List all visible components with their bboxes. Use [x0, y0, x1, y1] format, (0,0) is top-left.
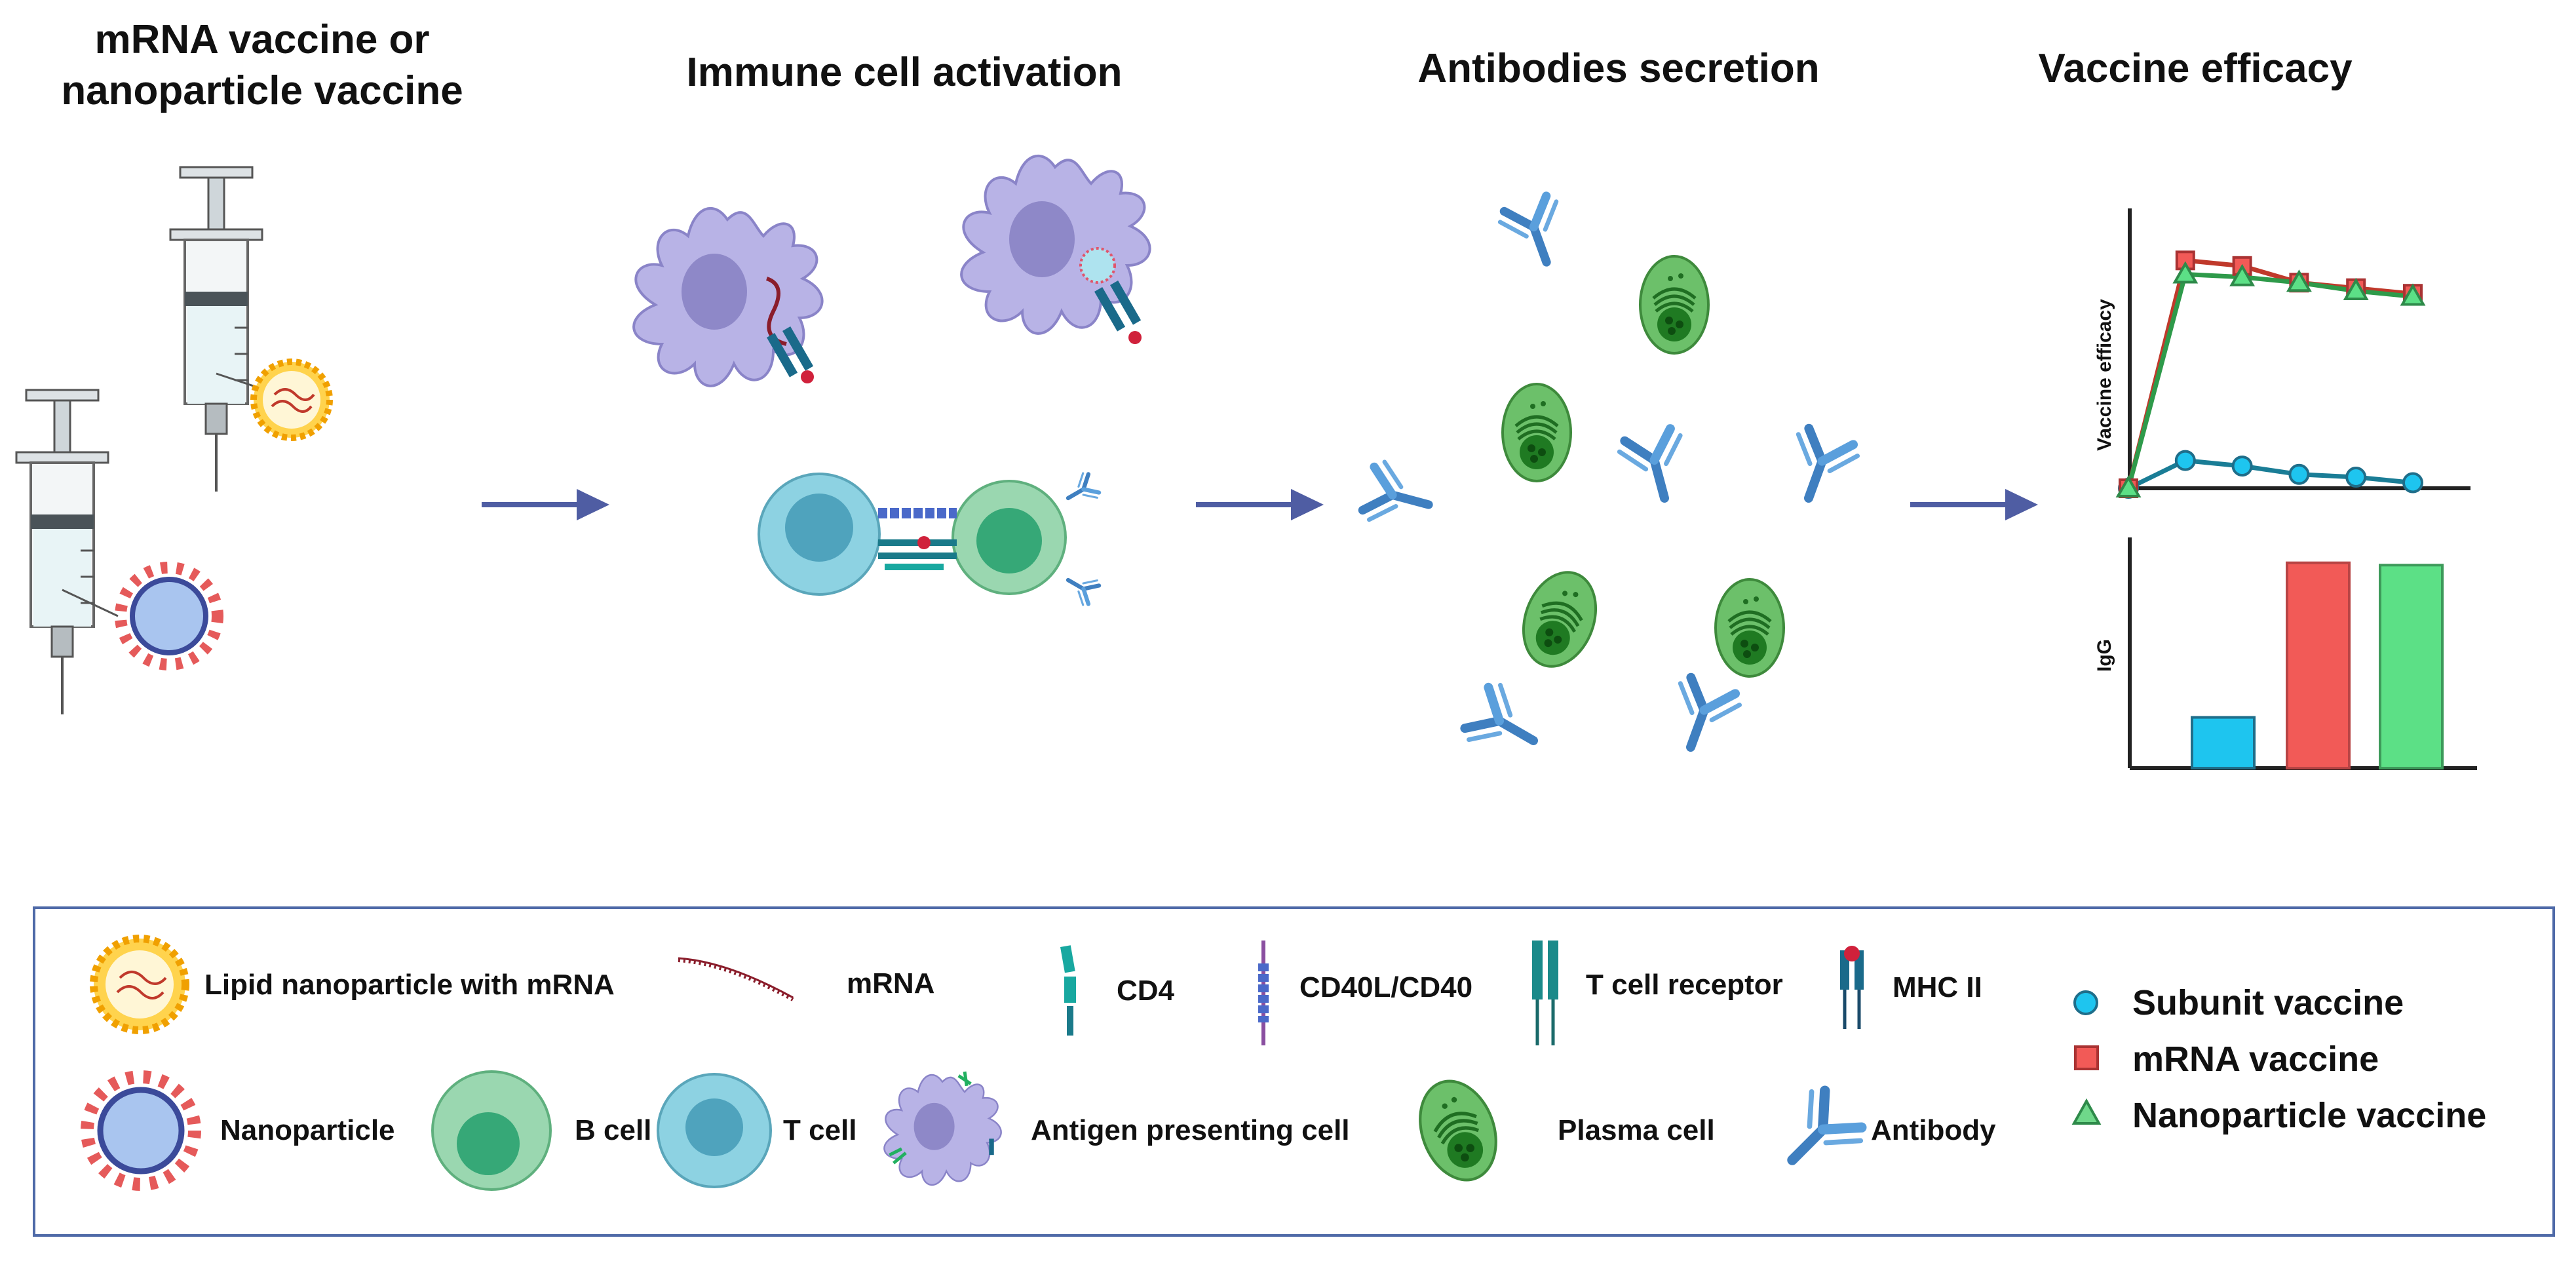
line-point-nano-0	[2115, 475, 2142, 497]
legend-label-mrna: mRNA	[847, 967, 935, 999]
legend-mrna-marker	[2074, 1045, 2099, 1070]
apc-cell-2	[960, 154, 1151, 344]
legend-tcell-icon	[657, 1073, 772, 1188]
heading-step2: Immune cell activation	[686, 50, 1123, 95]
legend-lnp-icon	[90, 935, 189, 1034]
bar-2	[2379, 564, 2444, 769]
bar-0	[2191, 716, 2256, 770]
bar-1	[2286, 561, 2351, 769]
legend-label-tcr: T cell receptor	[1586, 969, 1783, 1001]
line-series-2	[2126, 271, 2413, 489]
line-point-subunit-4	[2345, 467, 2367, 488]
legend-label-bcell: B cell	[575, 1114, 652, 1146]
legend-nanoparticle-icon	[81, 1070, 201, 1191]
line-point-subunit-5	[2402, 472, 2423, 494]
legend-apc-icon	[883, 1071, 1002, 1186]
line-point-subunit-2	[2231, 456, 2253, 477]
legend-label-cd4: CD4	[1117, 975, 1175, 1007]
arrow-1	[482, 489, 609, 520]
legend-label-lnp: Lipid nanoparticle with mRNA	[204, 969, 615, 1001]
legend-label-tcell: T cell	[783, 1114, 857, 1146]
legend-subunit-marker	[2073, 990, 2098, 1015]
bar-chart	[2128, 537, 2477, 770]
arrow-3	[1910, 489, 2038, 520]
arrow-2	[1196, 489, 1324, 520]
line-point-subunit-1	[2174, 450, 2196, 471]
line-point-nano-4	[2343, 277, 2369, 300]
legend-cd4-icon	[1060, 945, 1076, 1036]
heading-step3: Antibodies secretion	[1417, 46, 1820, 91]
lnp-icon	[250, 359, 333, 441]
line-point-nano-1	[2172, 261, 2199, 284]
apc-cell-1	[632, 206, 824, 387]
legend-label-subunit: Subunit vaccine	[2132, 983, 2404, 1022]
bar-chart-ylabel: IgG	[2094, 639, 2115, 672]
legend-label-nanoparticle-vaccine: Nanoparticle vaccine	[2132, 1096, 2487, 1135]
legend-mhc-icon	[1840, 946, 1864, 1029]
legend-label-antibody: Antibody	[1871, 1114, 1996, 1146]
line-point-nano-5	[2400, 283, 2426, 306]
line-point-nano-3	[2286, 269, 2312, 292]
nanoparticle-icon	[115, 562, 223, 670]
antibody-group	[1360, 193, 1860, 767]
legend-label-plasma: Plasma cell	[1558, 1114, 1715, 1146]
line-point-subunit-3	[2288, 463, 2310, 485]
heading-step1: mRNA vaccine or nanoparticle vaccine	[61, 17, 463, 113]
legend-box	[33, 906, 2555, 1237]
legend-label-nanoparticle: Nanoparticle	[220, 1114, 395, 1146]
legend-label-mhc: MHC II	[1893, 971, 1982, 1003]
legend-plasma-icon	[1407, 1070, 1509, 1190]
legend-antibody-icon	[1768, 1085, 1868, 1184]
line-chart	[2115, 208, 2470, 499]
legend-bcell-icon	[431, 1070, 552, 1191]
legend-label-apc: Antigen presenting cell	[1031, 1114, 1350, 1146]
line-series-0	[2127, 458, 2413, 491]
syringe-nanoparticle	[15, 389, 119, 716]
legend-label-cd40: CD40L/CD40	[1299, 971, 1473, 1003]
line-point-nano-2	[2229, 263, 2256, 286]
t-cell-synapse	[758, 471, 1101, 607]
legend-mrna-icon	[678, 957, 794, 1001]
heading-step4: Vaccine efficacy	[2038, 46, 2353, 91]
legend-label-mrna-vaccine: mRNA vaccine	[2132, 1039, 2379, 1079]
syringe-lnp	[169, 166, 263, 493]
legend-tcr-icon	[1532, 941, 1558, 1045]
legend-nanoparticle-marker	[2071, 1098, 2102, 1125]
line-chart-ylabel: Vaccine efficacy	[2094, 299, 2115, 451]
